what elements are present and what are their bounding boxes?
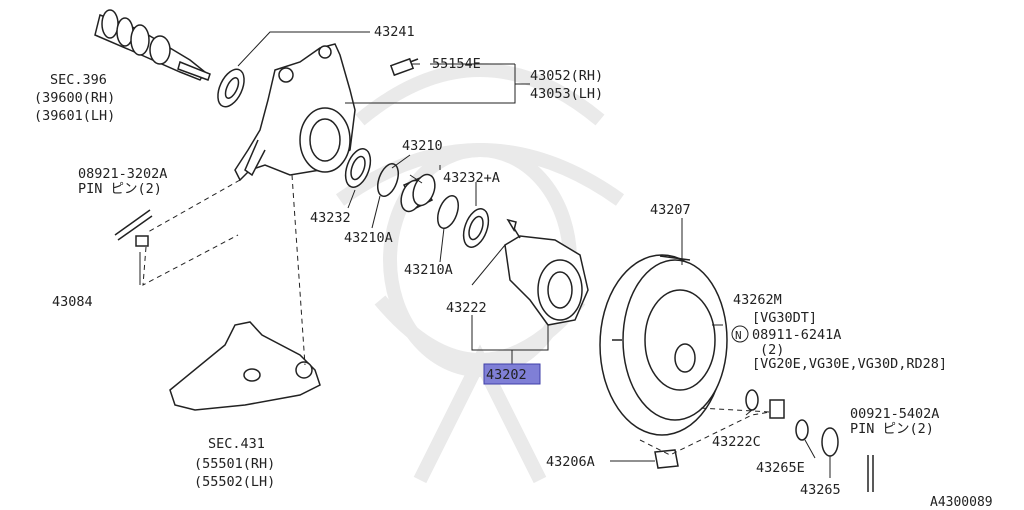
label-08911[interactable]: 08911-6241A bbox=[752, 327, 841, 343]
label-n-mark: N bbox=[735, 329, 742, 342]
washer-43265E-part bbox=[795, 419, 809, 441]
label-43232[interactable]: 43232 bbox=[310, 210, 351, 226]
knuckle-part bbox=[234, 43, 356, 182]
leader-lines bbox=[139, 31, 831, 478]
label-43207[interactable]: 43207 bbox=[650, 202, 691, 218]
diagram-code: A4300089 bbox=[930, 495, 993, 510]
label-pin2-text: PIN ピン(2) bbox=[850, 421, 934, 437]
label-sec431-lh: (55502(LH) bbox=[194, 474, 275, 490]
seal-43232-part bbox=[344, 148, 372, 188]
nut-43084-part bbox=[135, 235, 149, 247]
label-sec396[interactable]: SEC.396 bbox=[50, 72, 107, 88]
dashed-assembly-lines bbox=[142, 174, 771, 456]
label-43222[interactable]: 43222 bbox=[446, 300, 487, 316]
cotter-pin-part bbox=[114, 209, 874, 492]
hub-43202-part bbox=[504, 218, 589, 326]
label-pin1-text: PIN ピン(2) bbox=[78, 181, 162, 197]
cap-43206A-part bbox=[654, 449, 679, 469]
label-43206A[interactable]: 43206A bbox=[546, 454, 595, 470]
nut-08911-part bbox=[769, 399, 785, 419]
label-43210[interactable]: 43210 bbox=[402, 138, 443, 154]
label-vg30dt: [VG30DT] bbox=[752, 310, 817, 326]
highlight-43202 bbox=[483, 363, 541, 385]
snap-ring-43210A-part bbox=[376, 162, 400, 198]
label-qty2: (2) bbox=[760, 342, 784, 358]
snap-ring-43210A-second-part bbox=[436, 194, 460, 230]
label-55154E[interactable]: 55154E bbox=[432, 56, 481, 72]
seal-43241-part bbox=[217, 68, 245, 108]
label-sec396-lh: (39601(LH) bbox=[34, 108, 115, 124]
label-43265[interactable]: 43265 bbox=[800, 482, 841, 498]
label-43265E[interactable]: 43265E bbox=[756, 460, 805, 476]
washer-43222C-part bbox=[745, 389, 759, 411]
seal-43232A-part bbox=[462, 208, 490, 248]
label-sec431[interactable]: SEC.431 bbox=[208, 436, 265, 452]
label-43262M[interactable]: 43262M bbox=[733, 292, 782, 308]
label-43222C[interactable]: 43222C bbox=[712, 434, 761, 450]
label-43210A-first[interactable]: 43210A bbox=[344, 230, 393, 246]
label-43084[interactable]: 43084 bbox=[52, 294, 93, 310]
n-circle-icon bbox=[731, 325, 749, 343]
label-43053[interactable]: 43053(LH) bbox=[530, 86, 603, 102]
label-43210A-second[interactable]: 43210A bbox=[404, 262, 453, 278]
label-sec396-rh: (39600(RH) bbox=[34, 90, 115, 106]
drive-shaft-part bbox=[94, 9, 211, 81]
sensor-55154E-part bbox=[389, 57, 419, 77]
bearing-43210-part bbox=[400, 173, 436, 213]
label-engines: [VG20E,VG30E,VG30D,RD28] bbox=[752, 356, 947, 372]
label-sec431-rh: (55501(RH) bbox=[194, 456, 275, 472]
lower-arm-part bbox=[169, 321, 321, 411]
label-pin1-number[interactable]: 08921-3202A bbox=[78, 166, 167, 182]
label-43202[interactable]: 43202 bbox=[486, 367, 527, 383]
nut-43265-part bbox=[821, 427, 839, 457]
label-pin2-number[interactable]: 00921-5402A bbox=[850, 406, 939, 422]
label-43241[interactable]: 43241 bbox=[374, 24, 415, 40]
brake-rotor-part bbox=[599, 254, 728, 436]
label-43232A[interactable]: 43232+A bbox=[443, 170, 500, 186]
label-43052[interactable]: 43052(RH) bbox=[530, 68, 603, 84]
